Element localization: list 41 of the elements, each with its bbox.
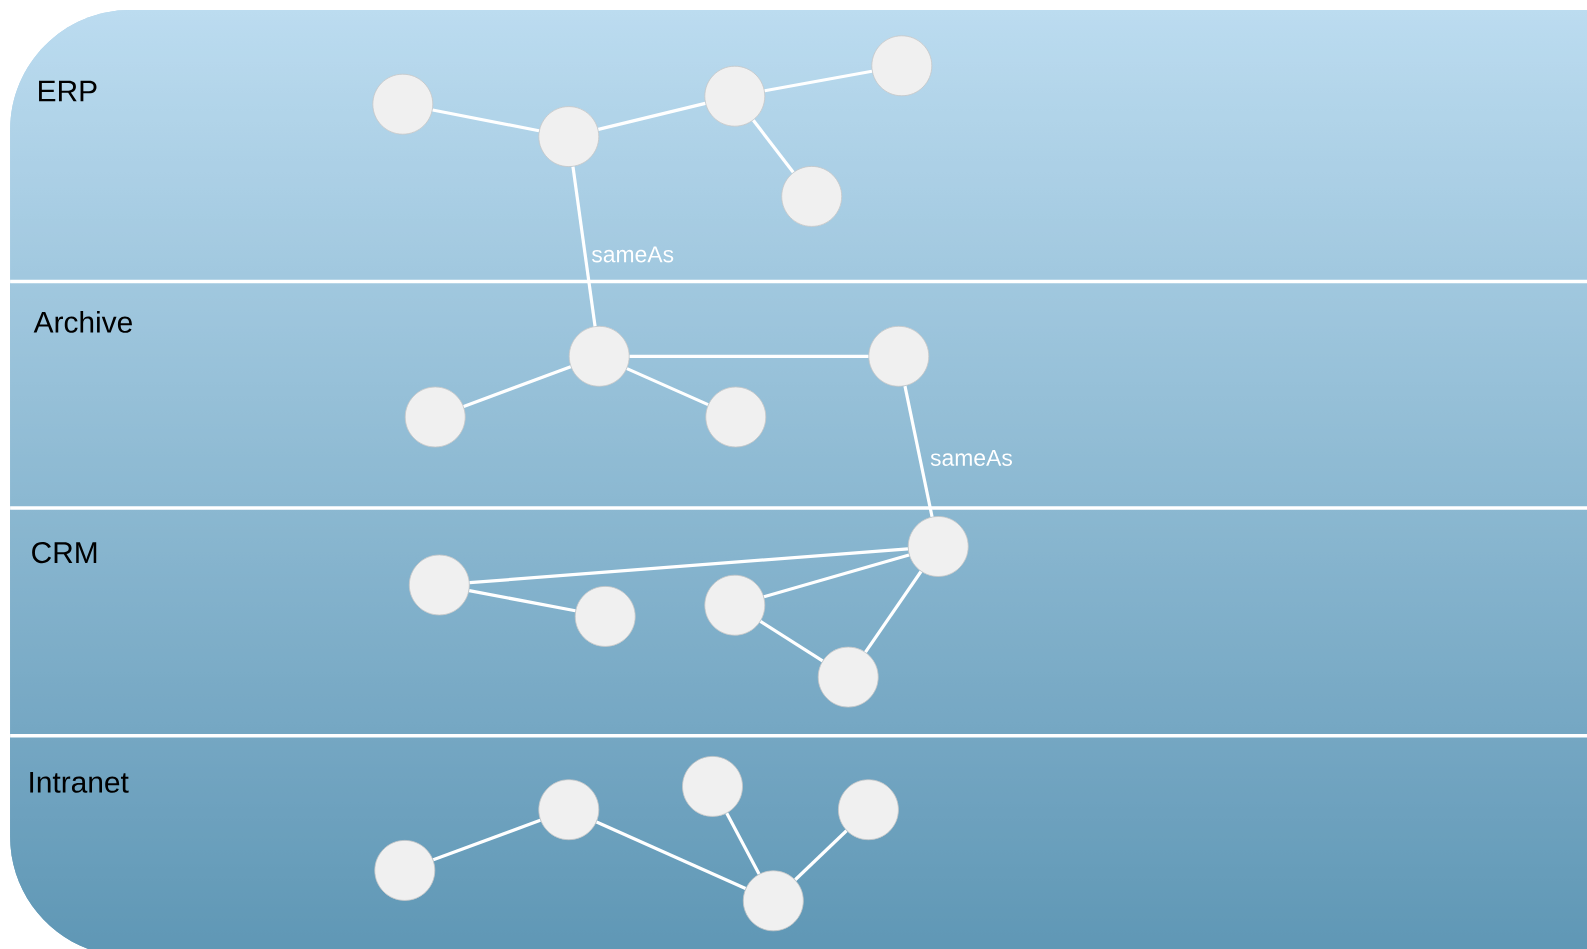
- band: CRM: [10, 508, 1587, 736]
- connector-line: [595, 820, 747, 890]
- connector-line: [629, 354, 869, 358]
- band: Intranet: [10, 735, 1587, 949]
- connector-line: [763, 553, 910, 599]
- connector-line: [432, 108, 540, 133]
- graph-node: [781, 166, 843, 227]
- graph-node: [682, 756, 743, 817]
- graph-node: [538, 779, 600, 841]
- graph-node: [372, 73, 434, 135]
- connector-line: [571, 166, 597, 327]
- graph-node: [868, 325, 930, 387]
- connector-line: [469, 547, 909, 585]
- connector-line: [725, 812, 761, 875]
- graph-node: [374, 840, 436, 901]
- connector-line: [597, 101, 706, 131]
- graph-node: [705, 386, 767, 448]
- graph-node: [704, 574, 766, 636]
- connector-line: [903, 385, 934, 518]
- connector-line: [626, 367, 709, 407]
- connector-line: [794, 829, 848, 881]
- graph-node: [907, 516, 969, 577]
- connector-line: [759, 620, 824, 663]
- graph-node: [742, 870, 804, 932]
- graph-node: [704, 65, 766, 127]
- graph-node: [404, 386, 466, 448]
- graph-node: [408, 554, 470, 616]
- connector-line: [463, 365, 572, 408]
- graph-node: [538, 106, 600, 167]
- graph-node: [817, 646, 879, 708]
- connector-line: [432, 818, 541, 862]
- edge-label: sameAs: [930, 449, 1012, 466]
- graph-node: [838, 779, 899, 841]
- edge-label: sameAs: [591, 246, 674, 263]
- connector-line: [764, 69, 873, 93]
- graph-node: [574, 586, 636, 647]
- graph-node: [568, 325, 630, 387]
- connector-line: [468, 589, 576, 613]
- graph-node: [871, 35, 933, 97]
- connector-line: [864, 570, 923, 653]
- connector-line: [752, 119, 795, 174]
